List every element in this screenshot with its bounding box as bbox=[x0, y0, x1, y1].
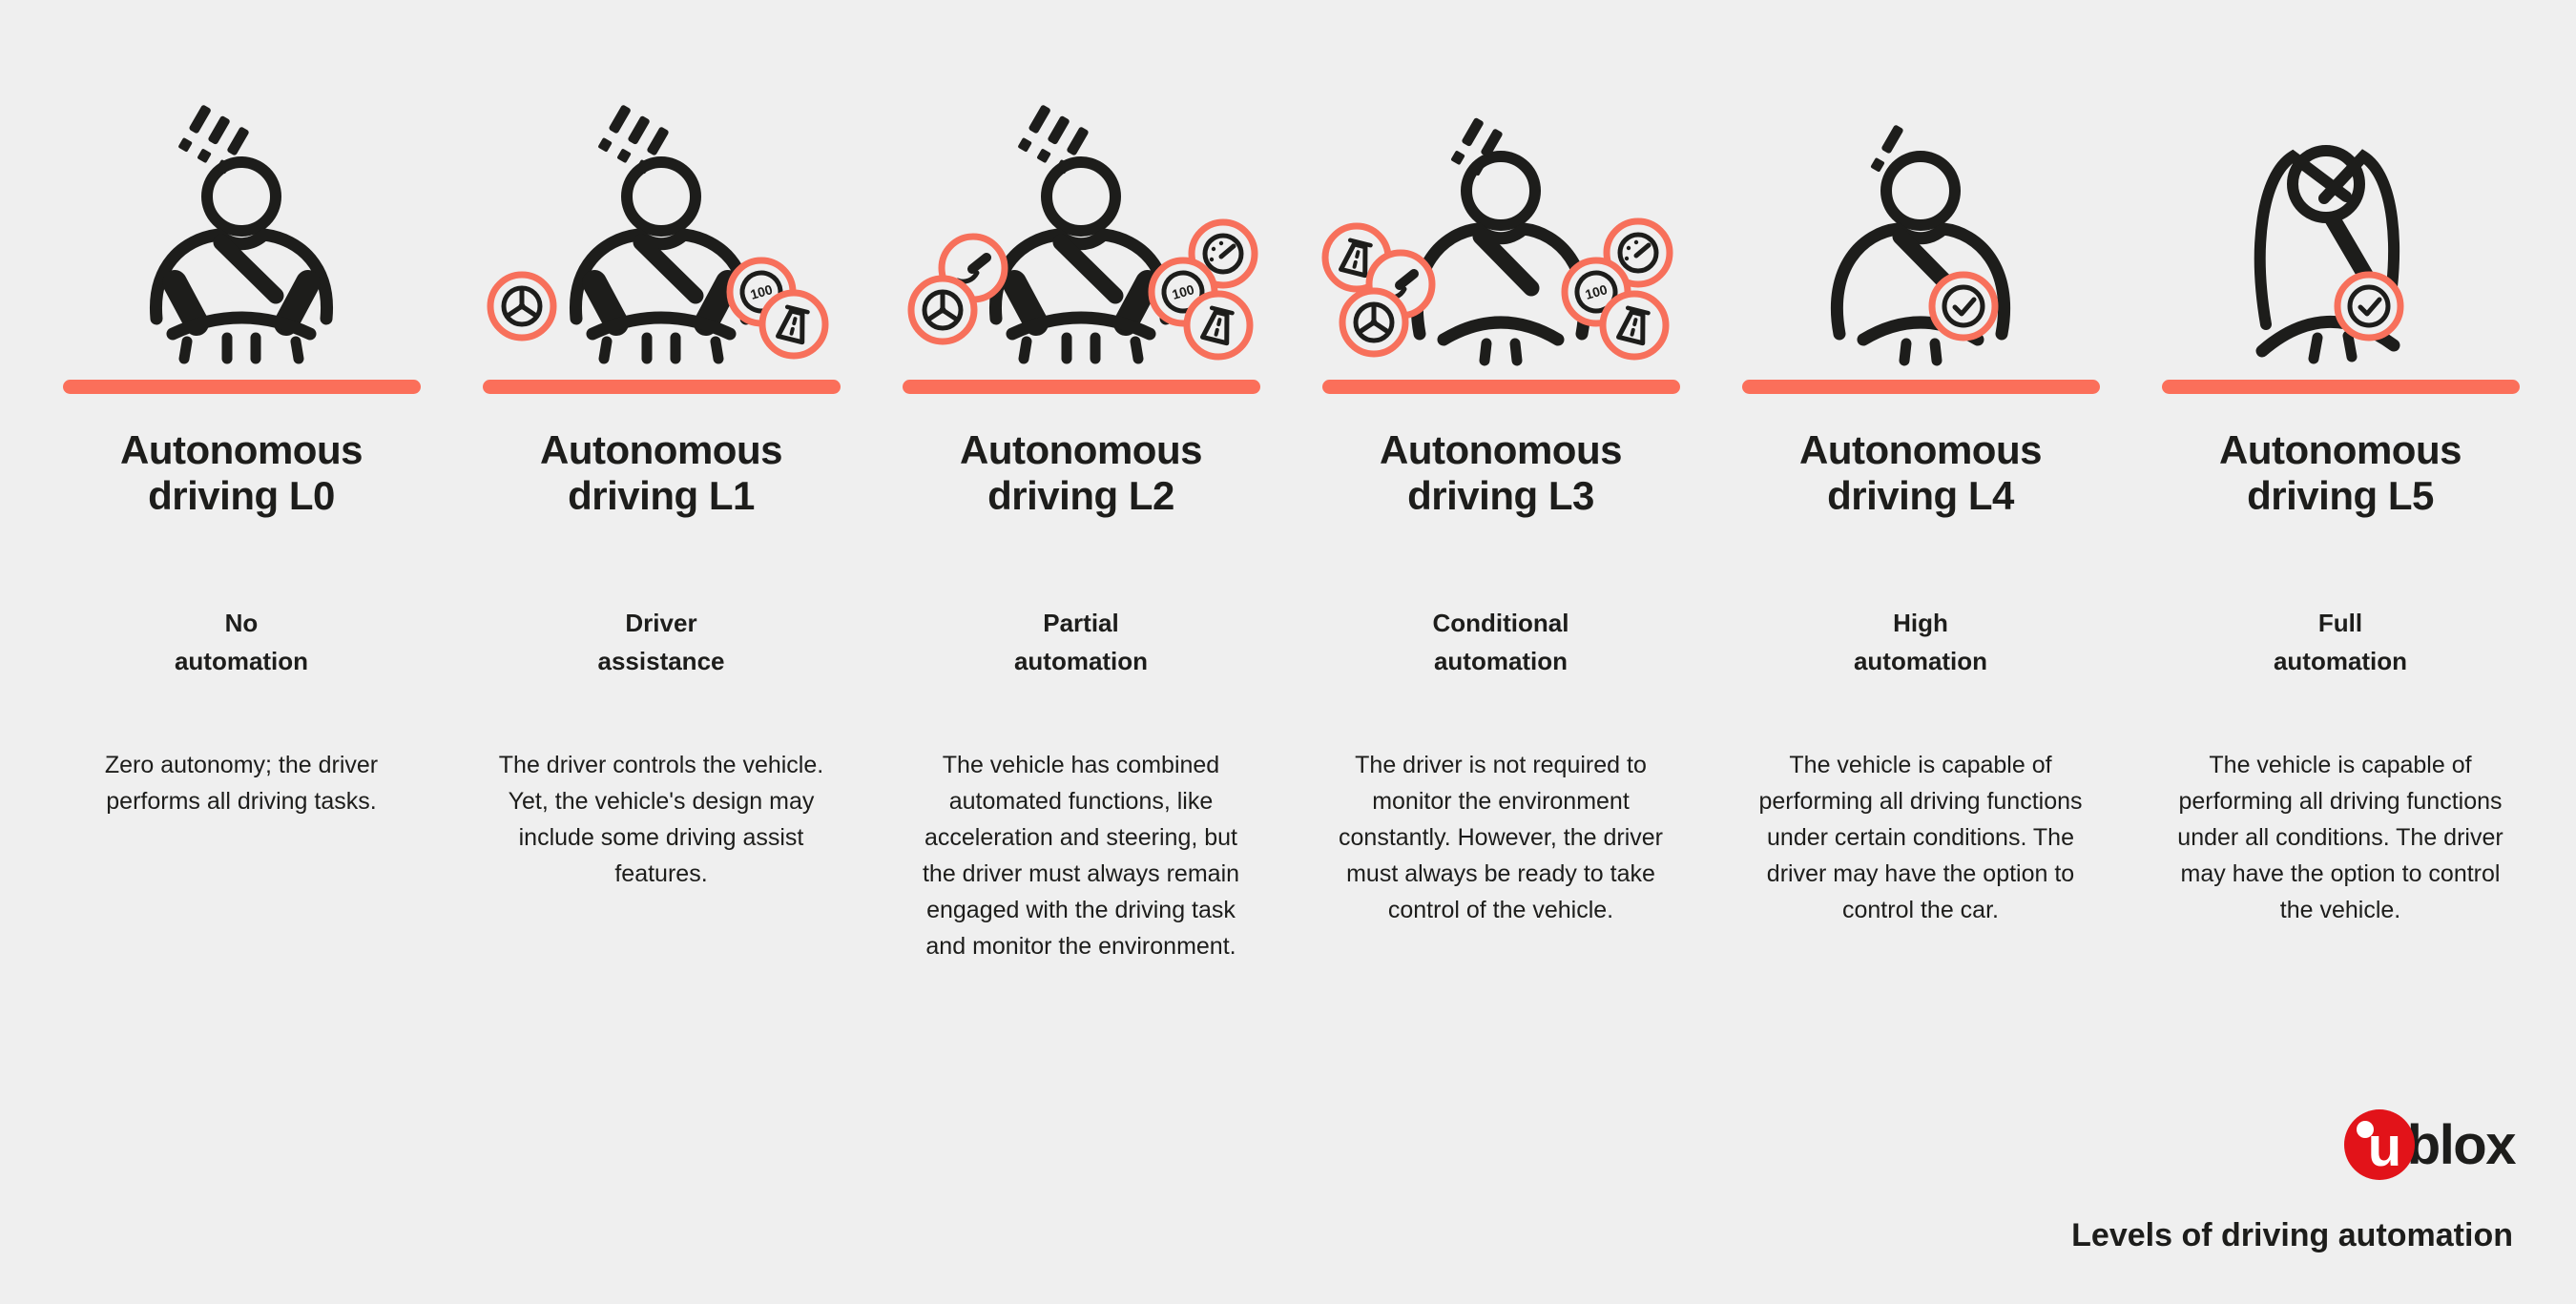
divider-bar bbox=[2161, 380, 2520, 394]
steering-wheel-badge-icon bbox=[490, 275, 553, 338]
driver-figure-l3 bbox=[1291, 116, 1711, 370]
steering-wheel-badge-icon bbox=[911, 279, 974, 342]
column-description: The vehicle is capable of performing all… bbox=[2177, 751, 2503, 923]
steering-wheel-badge-icon bbox=[1342, 291, 1405, 354]
road-badge-icon bbox=[1603, 294, 1666, 357]
driver-hands-on-wheel-icon bbox=[575, 162, 746, 359]
column-description: The vehicle has combined automated funct… bbox=[922, 751, 1240, 960]
driver-hands-on-wheel-icon bbox=[156, 162, 326, 359]
ublox-logo-u: u bbox=[2367, 1116, 2401, 1178]
check-badge-icon bbox=[1932, 275, 1995, 338]
footer-caption: Levels of driving automation bbox=[2071, 1217, 2513, 1253]
road-badge-icon bbox=[1187, 294, 1250, 357]
check-badge-icon bbox=[2337, 275, 2400, 338]
driver-hands-on-wheel-icon bbox=[995, 162, 1166, 359]
ublox-logo-dot bbox=[2356, 1121, 2374, 1138]
column-description: The driver controls the vehicle. Yet, th… bbox=[498, 751, 824, 887]
ublox-logo-mark-icon: u bbox=[2343, 1109, 2415, 1180]
divider-bar bbox=[902, 380, 1260, 394]
driver-hands-off-wheel-icon bbox=[1417, 156, 1584, 361]
column-description: The vehicle is capable of performing all… bbox=[1758, 751, 2083, 923]
driver-figure-l4 bbox=[1711, 124, 2130, 370]
double-exclamation-icon bbox=[1450, 116, 1504, 176]
divider-bar bbox=[1741, 380, 2100, 394]
column-description: The driver is not required to monitor th… bbox=[1339, 751, 1663, 923]
driver-figure-l2 bbox=[871, 104, 1291, 370]
driver-figure-l5 bbox=[2130, 84, 2550, 370]
column-description: Zero autonomy; the driver performs all d… bbox=[104, 751, 379, 815]
driver-figure-l0 bbox=[31, 104, 451, 370]
driver-figure-l1 bbox=[451, 104, 871, 370]
road-badge-icon bbox=[762, 293, 825, 356]
divider-bar bbox=[1321, 380, 1680, 394]
ublox-logo-text: blox bbox=[2406, 1114, 2517, 1176]
divider-bar bbox=[62, 380, 421, 394]
ublox-logo: u blox bbox=[2343, 1109, 2517, 1180]
divider-bar bbox=[482, 380, 841, 394]
